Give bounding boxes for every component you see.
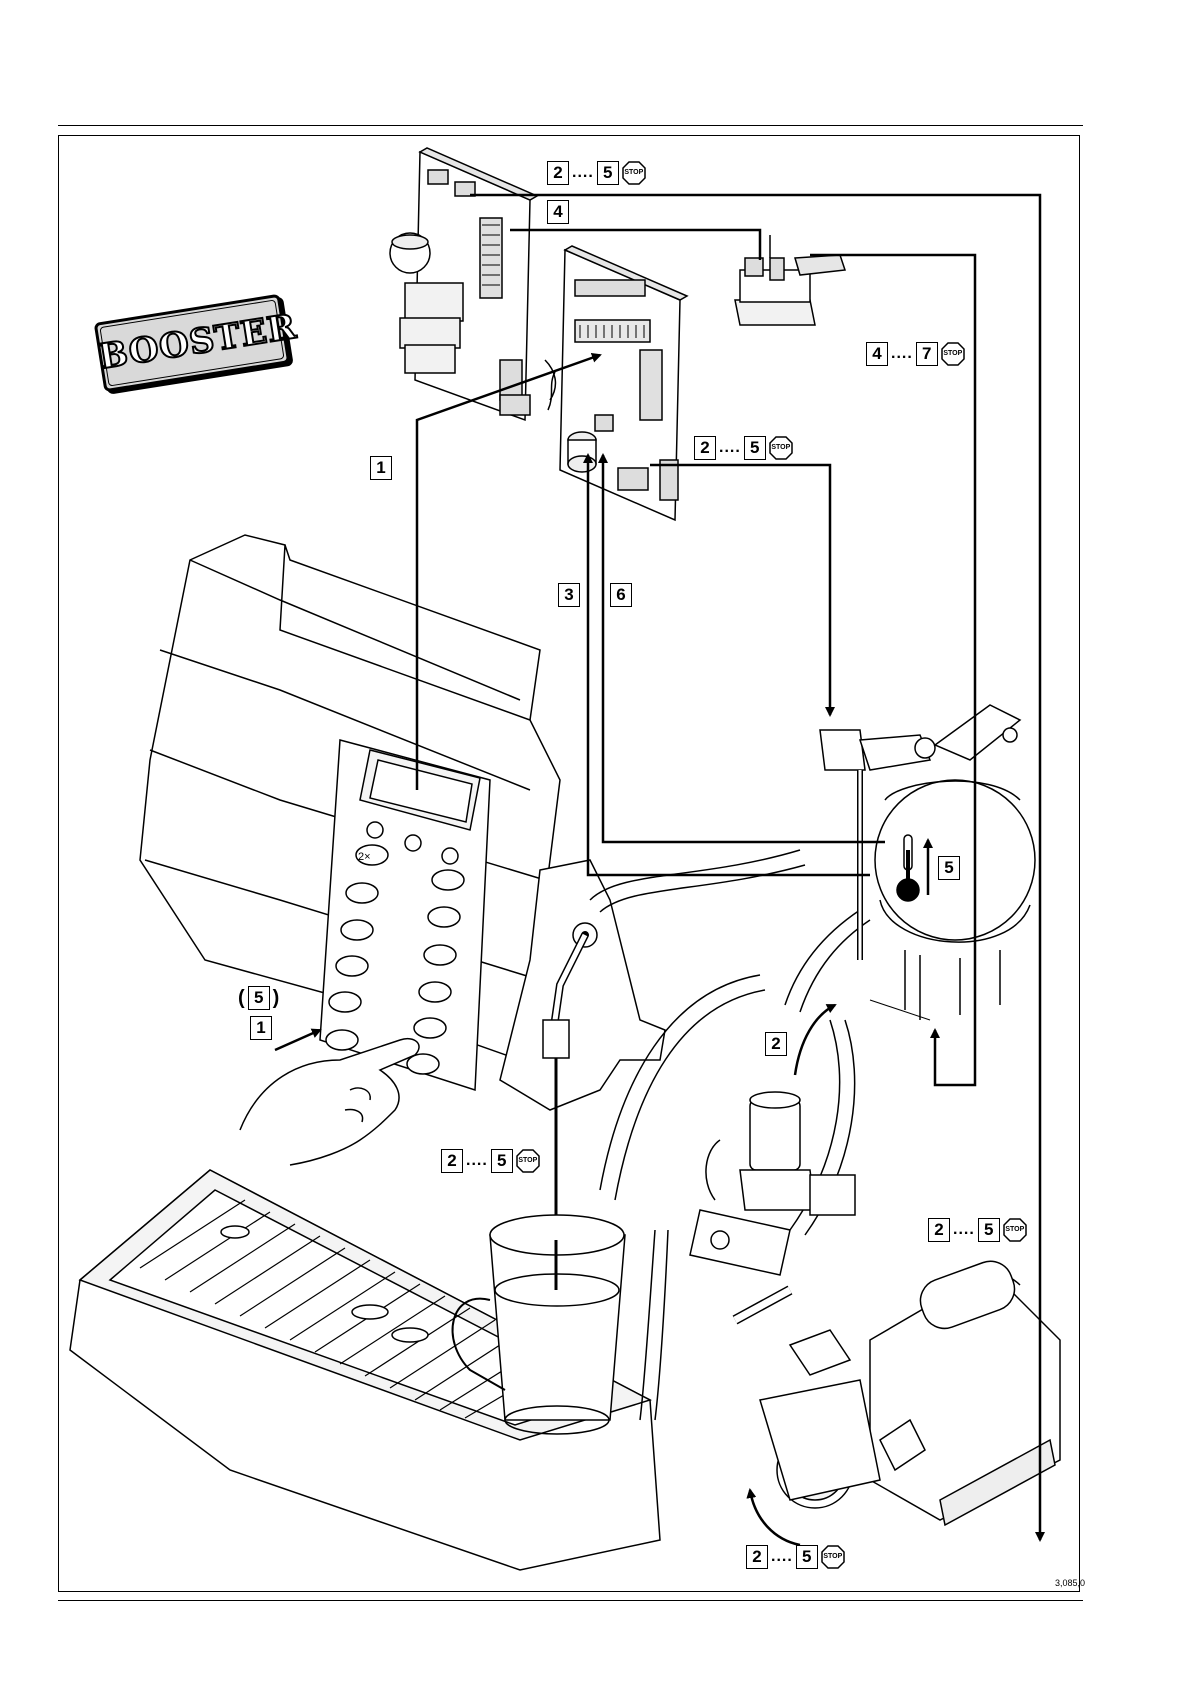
callout-pump-2-5: 2....5 STOP [928,1218,1027,1242]
callout-top-2-5: 2....5 STOP [547,161,646,185]
callout-left-1: 1 [370,456,392,480]
pump [735,1255,1060,1525]
callout-board-2-5: 2....5 STOP [694,436,793,460]
keypad-panel: 2× [320,740,490,1090]
callout-glass-2-5: 2....5 STOP [441,1149,540,1173]
stop-icon: STOP [1003,1218,1027,1242]
callout-pipe-2: 2 [765,1032,787,1056]
stop-icon: STOP [769,436,793,460]
callout-right-4-7: 4....7 STOP [866,342,965,366]
stop-icon: STOP [516,1149,540,1173]
bottom-rule [58,1600,1083,1601]
callout-wire-6: 6 [610,583,632,607]
temperature-controller [735,235,845,325]
stop-icon: STOP [622,161,646,185]
callout-button-paren-5: (5) [238,986,279,1010]
callout-button-1: 1 [250,1016,272,1040]
stop-icon: STOP [821,1545,845,1569]
boiler [875,780,1035,1020]
callout-boiler-5: 5 [938,856,960,880]
solenoid-valve-middle [690,1092,855,1275]
figure-code: 3,085,0 [1055,1578,1085,1588]
svg-text:2×: 2× [358,851,371,863]
callout-bottom-2-5: 2....5 STOP [746,1545,845,1569]
callout-top-4: 4 [547,200,569,224]
stop-icon: STOP [941,342,965,366]
callout-wire-3: 3 [558,583,580,607]
hand [240,1039,419,1165]
control-board-secondary [548,246,687,520]
